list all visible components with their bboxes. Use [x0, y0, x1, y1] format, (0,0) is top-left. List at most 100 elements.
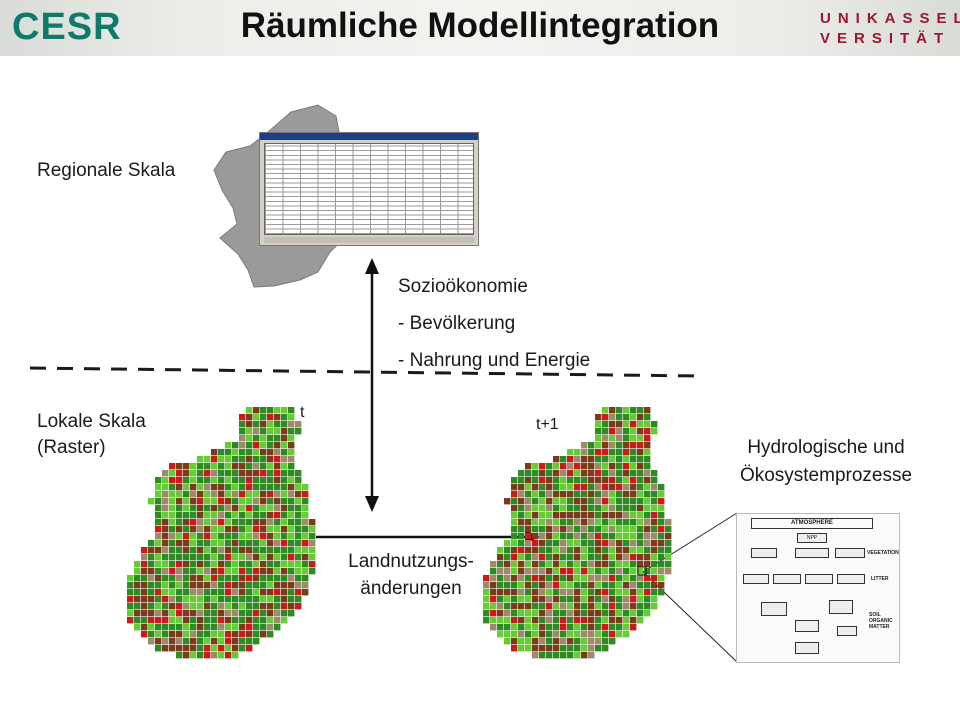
raster-cell — [246, 414, 253, 421]
raster-cell — [190, 505, 197, 512]
raster-cell — [525, 617, 532, 624]
raster-cell — [623, 519, 630, 526]
raster-cell — [148, 554, 155, 561]
raster-cell — [630, 421, 637, 428]
raster-cell — [190, 638, 197, 645]
raster-cell — [511, 554, 518, 561]
raster-cell — [504, 582, 511, 589]
raster-cell — [539, 610, 546, 617]
raster-cell — [609, 610, 616, 617]
raster-cell — [183, 603, 190, 610]
raster-cell — [595, 547, 602, 554]
raster-cell — [204, 533, 211, 540]
raster-cell — [651, 589, 658, 596]
raster-cell — [602, 470, 609, 477]
raster-cell — [232, 631, 239, 638]
raster-cell — [274, 435, 281, 442]
raster-cell — [253, 407, 260, 414]
raster-cell — [197, 533, 204, 540]
raster-cell — [609, 449, 616, 456]
raster-cell — [637, 617, 644, 624]
raster-cell — [204, 596, 211, 603]
raster-cell — [644, 596, 651, 603]
raster-cell — [658, 512, 665, 519]
raster-cell — [218, 645, 225, 652]
cesr-logo-text: CESR — [12, 6, 122, 48]
raster-cell — [665, 561, 672, 568]
raster-cell — [595, 631, 602, 638]
raster-cell — [302, 568, 309, 575]
raster-cell — [553, 610, 560, 617]
raster-cell — [239, 505, 246, 512]
raster-cell — [630, 442, 637, 449]
raster-cell — [651, 603, 658, 610]
raster-cell — [232, 519, 239, 526]
raster-cell — [141, 575, 148, 582]
raster-cell — [204, 526, 211, 533]
raster-cell — [539, 477, 546, 484]
raster-cell — [148, 582, 155, 589]
raster-cell — [546, 498, 553, 505]
raster-cell — [630, 456, 637, 463]
raster-cell — [246, 547, 253, 554]
raster-cell — [190, 554, 197, 561]
raster-cell — [497, 554, 504, 561]
raster-cell — [274, 519, 281, 526]
raster-cell — [623, 470, 630, 477]
raster-cell — [162, 533, 169, 540]
raster-cell — [295, 491, 302, 498]
raster-cell — [567, 498, 574, 505]
raster-cell — [211, 498, 218, 505]
raster-cell — [665, 540, 672, 547]
raster-cell — [553, 575, 560, 582]
raster-cell — [281, 554, 288, 561]
raster-cell — [260, 582, 267, 589]
raster-cell — [644, 484, 651, 491]
raster-cell — [232, 533, 239, 540]
raster-cell — [274, 617, 281, 624]
raster-cell — [560, 470, 567, 477]
raster-cell — [302, 512, 309, 519]
raster-cell — [539, 505, 546, 512]
raster-cell — [169, 589, 176, 596]
raster-cell — [190, 603, 197, 610]
raster-cell — [267, 463, 274, 470]
raster-cell — [176, 484, 183, 491]
raster-cell — [665, 526, 672, 533]
raster-cell — [616, 435, 623, 442]
hydrology-ecosystem-line1: Hydrologische und — [747, 437, 905, 458]
raster-cell — [162, 498, 169, 505]
raster-cell — [239, 526, 246, 533]
raster-cell — [553, 547, 560, 554]
raster-cell — [539, 491, 546, 498]
raster-cell — [525, 463, 532, 470]
raster-cell — [539, 463, 546, 470]
raster-cell — [246, 617, 253, 624]
raster-cell — [644, 470, 651, 477]
raster-cell — [560, 617, 567, 624]
raster-cell — [511, 631, 518, 638]
raster-cell — [253, 547, 260, 554]
raster-cell — [623, 512, 630, 519]
raster-cell — [532, 484, 539, 491]
time-step-t-label: t — [300, 404, 305, 421]
raster-cell — [246, 421, 253, 428]
raster-cell — [176, 596, 183, 603]
raster-cell — [267, 428, 274, 435]
socioeconomics-item: - Bevölkerung — [398, 313, 516, 334]
raster-cell — [567, 568, 574, 575]
raster-cell — [616, 575, 623, 582]
raster-cell — [574, 463, 581, 470]
raster-cell — [197, 575, 204, 582]
raster-cell — [295, 498, 302, 505]
raster-cell — [295, 547, 302, 554]
raster-cell — [602, 463, 609, 470]
raster-cell — [504, 638, 511, 645]
raster-cell — [602, 568, 609, 575]
raster-cell — [595, 568, 602, 575]
raster-cell — [609, 540, 616, 547]
raster-cell — [183, 589, 190, 596]
raster-cell — [637, 407, 644, 414]
raster-cell — [630, 547, 637, 554]
raster-cell — [616, 407, 623, 414]
